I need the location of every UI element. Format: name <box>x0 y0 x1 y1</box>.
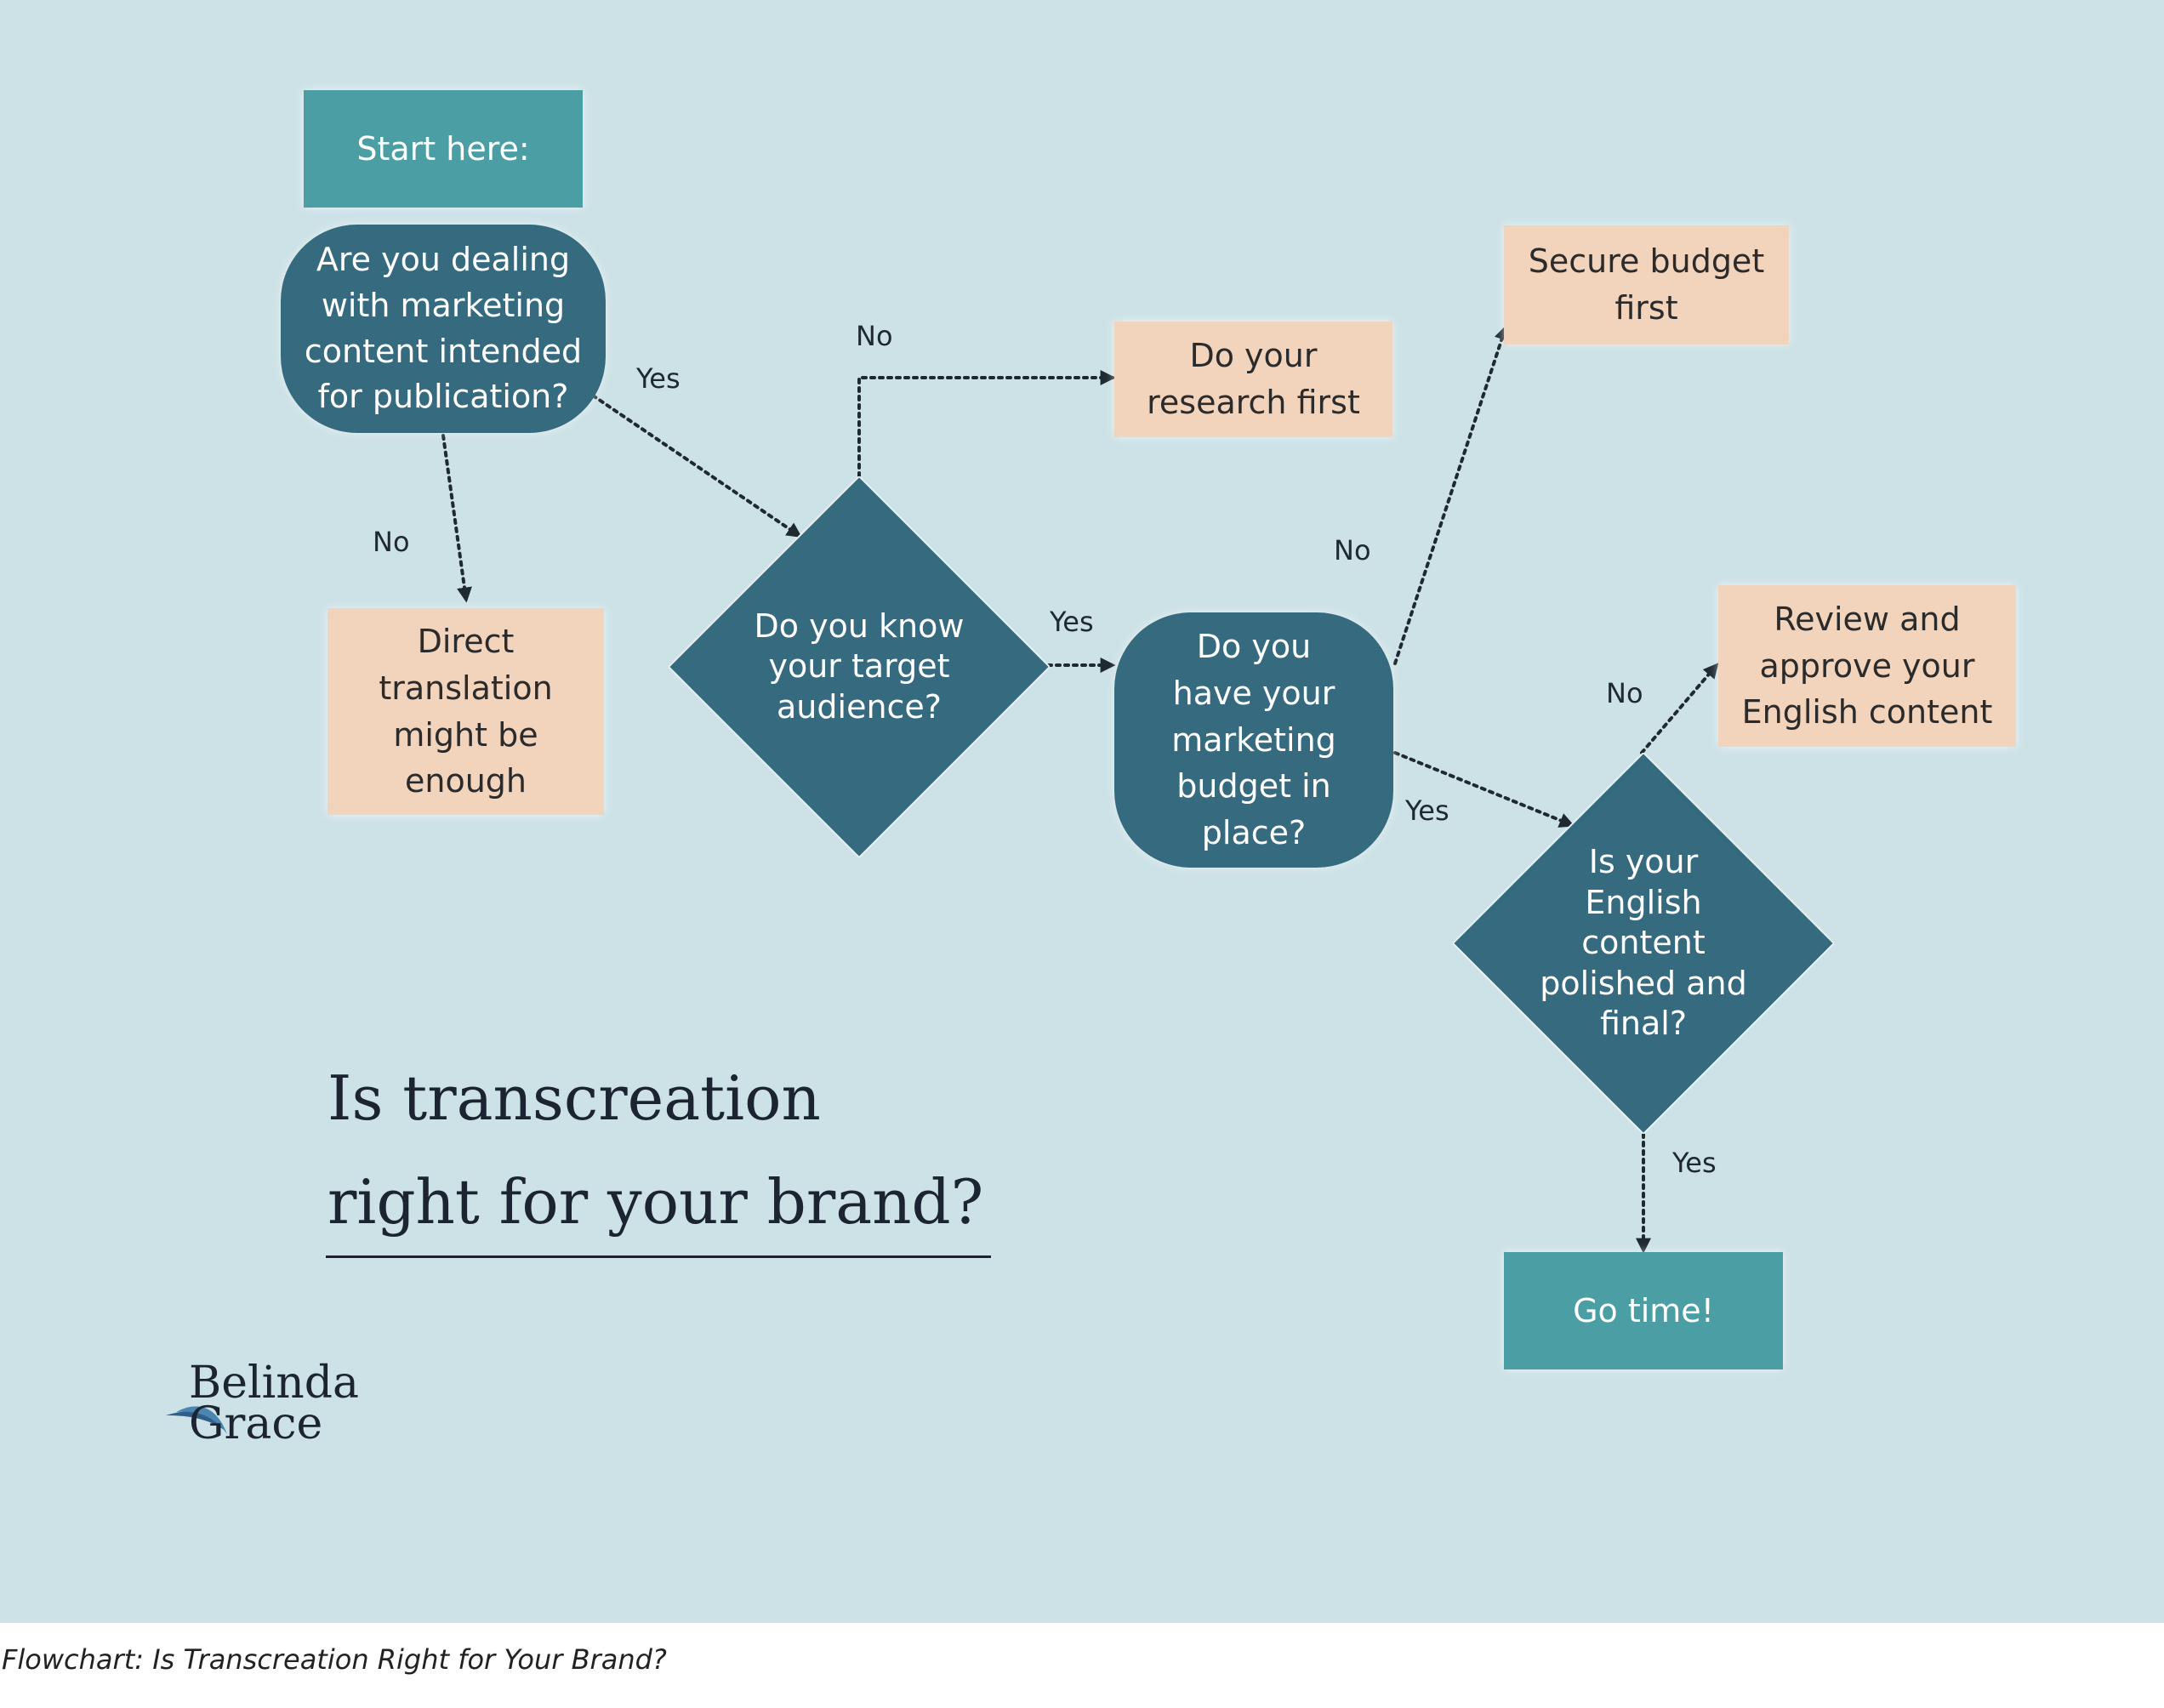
label-marketing-yes: Yes <box>636 362 681 395</box>
outcome-secure-budget: Secure budget first <box>1504 225 1789 344</box>
flowchart-title: Is transcreation right for your brand? <box>327 1062 984 1238</box>
label-budget-no: No <box>1334 534 1371 566</box>
outcome-research-first: Do your research first <box>1114 322 1392 437</box>
diamond-shape <box>669 476 1050 857</box>
diamond-shape <box>1453 753 1834 1134</box>
decision-target-audience: Do you know your target audience? <box>669 476 1050 857</box>
label-marketing-no: No <box>373 526 410 558</box>
edge-marketing-no <box>441 434 472 603</box>
edge-marketing-yes <box>591 394 802 538</box>
decision-marketing-content: Are you dealing with marketing content i… <box>281 225 606 433</box>
label-english-no: No <box>1606 677 1643 709</box>
outcome-direct-translation: Direct translation might be enough <box>327 608 604 815</box>
edge-english-no <box>1640 663 1719 754</box>
label-budget-yes: Yes <box>1405 794 1449 827</box>
flowchart-canvas: Start here: Are you dealing with marketi… <box>0 0 2164 1623</box>
start-node: Start here: <box>304 90 583 208</box>
outcome-review-content: Review and approve your English content <box>1718 585 2016 747</box>
decision-english-content: Is your English content polished and fin… <box>1453 753 1834 1134</box>
end-node-go-time: Go time! <box>1504 1252 1783 1369</box>
edge-budget-no <box>1393 324 1510 665</box>
brand-logo-text: Belinda Grace <box>189 1358 360 1449</box>
edge-budget-yes <box>1393 751 1575 828</box>
edge-audience-no <box>857 370 1116 478</box>
label-english-yes: Yes <box>1672 1147 1717 1179</box>
decision-marketing-budget: Do you have your marketing budget in pla… <box>1114 612 1393 868</box>
label-audience-yes: Yes <box>1050 606 1094 638</box>
decision-target-audience-text: Do you know your target audience? <box>754 606 965 726</box>
label-audience-no: No <box>856 320 893 352</box>
decision-english-content-text: Is your English content polished and fin… <box>1540 843 1747 1043</box>
feather-logo-icon <box>166 1406 227 1434</box>
figure-caption: Flowchart: Is Transcreation Right for Yo… <box>2 1643 667 1676</box>
title-underline <box>326 1255 991 1258</box>
connectors <box>441 324 1719 1254</box>
